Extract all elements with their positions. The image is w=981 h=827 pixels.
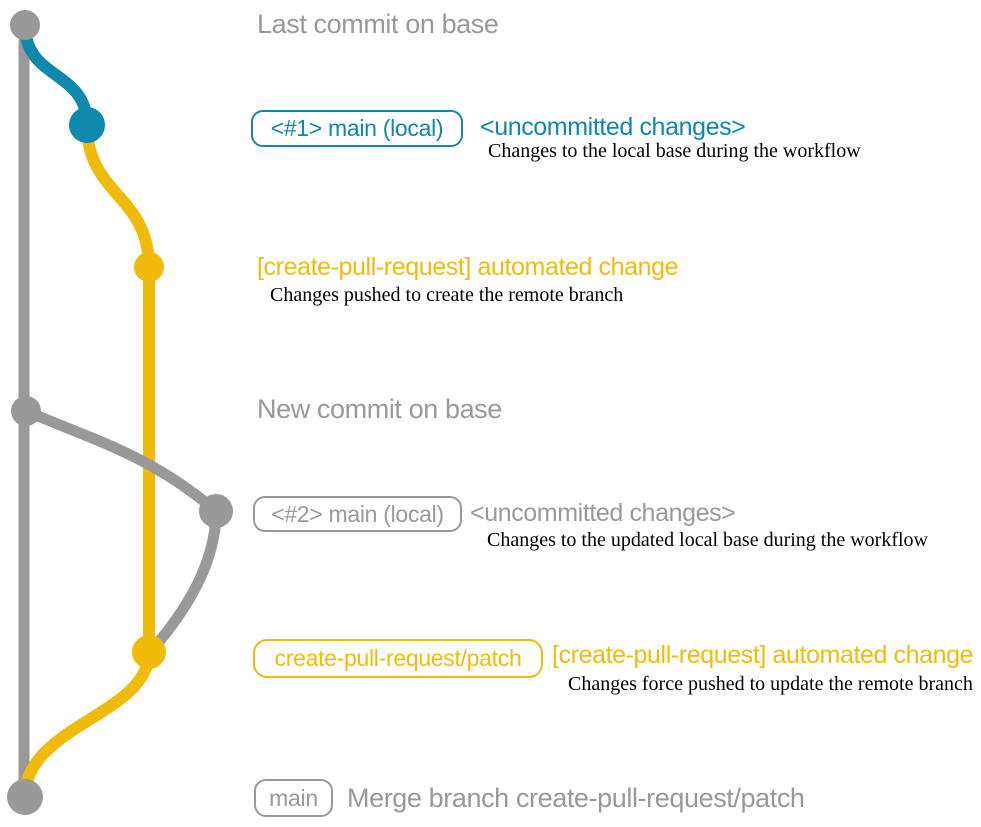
automated-change-title-1: [create-pull-request] automated change [257,253,679,281]
patch-branch-edge [81,119,155,658]
uncommitted-changes-label-2: <uncommitted changes> [470,499,736,527]
commit-node-patch-1 [134,252,164,282]
branch-tag-local-main-2: <#2> main (local) [253,496,462,532]
branch-tag-main: main [254,779,333,817]
branch-tag-local-main-2-label: <#2> main (local) [271,500,444,527]
commit-node-base-2 [11,396,41,426]
note-pushed-create: Changes pushed to create the remote bran… [270,284,624,306]
branch-tag-local-main-1-label: <#1> main (local) [270,115,444,141]
automated-change-title-2: [create-pull-request] automated change [552,641,974,669]
commit-node-local-main-2 [199,494,233,528]
commit-node-base-1 [10,10,40,40]
label-new-commit-on-base: New commit on base [257,394,502,424]
merge-edge [19,646,155,803]
label-last-commit-on-base: Last commit on base [257,9,499,39]
note-force-pushed: Changes force pushed to update the remot… [568,673,973,695]
branch-tag-patch-label: create-pull-request/patch [274,645,522,671]
commit-node-patch-2 [132,635,166,669]
rebase-edge [20,405,222,656]
note-updated-local-base: Changes to the updated local base during… [487,529,928,551]
branch-tag-local-main-1: <#1> main (local) [251,110,463,147]
commit-node-merge [7,779,43,815]
branch-tag-patch: create-pull-request/patch [253,639,543,678]
label-merge-branch: Merge branch create-pull-request/patch [347,783,805,813]
commit-node-local-main-1 [69,107,105,143]
uncommitted-changes-label-1: <uncommitted changes> [480,113,746,141]
note-local-base-changes: Changes to the local base during the wor… [488,140,861,162]
branch-tag-main-label: main [269,784,318,811]
